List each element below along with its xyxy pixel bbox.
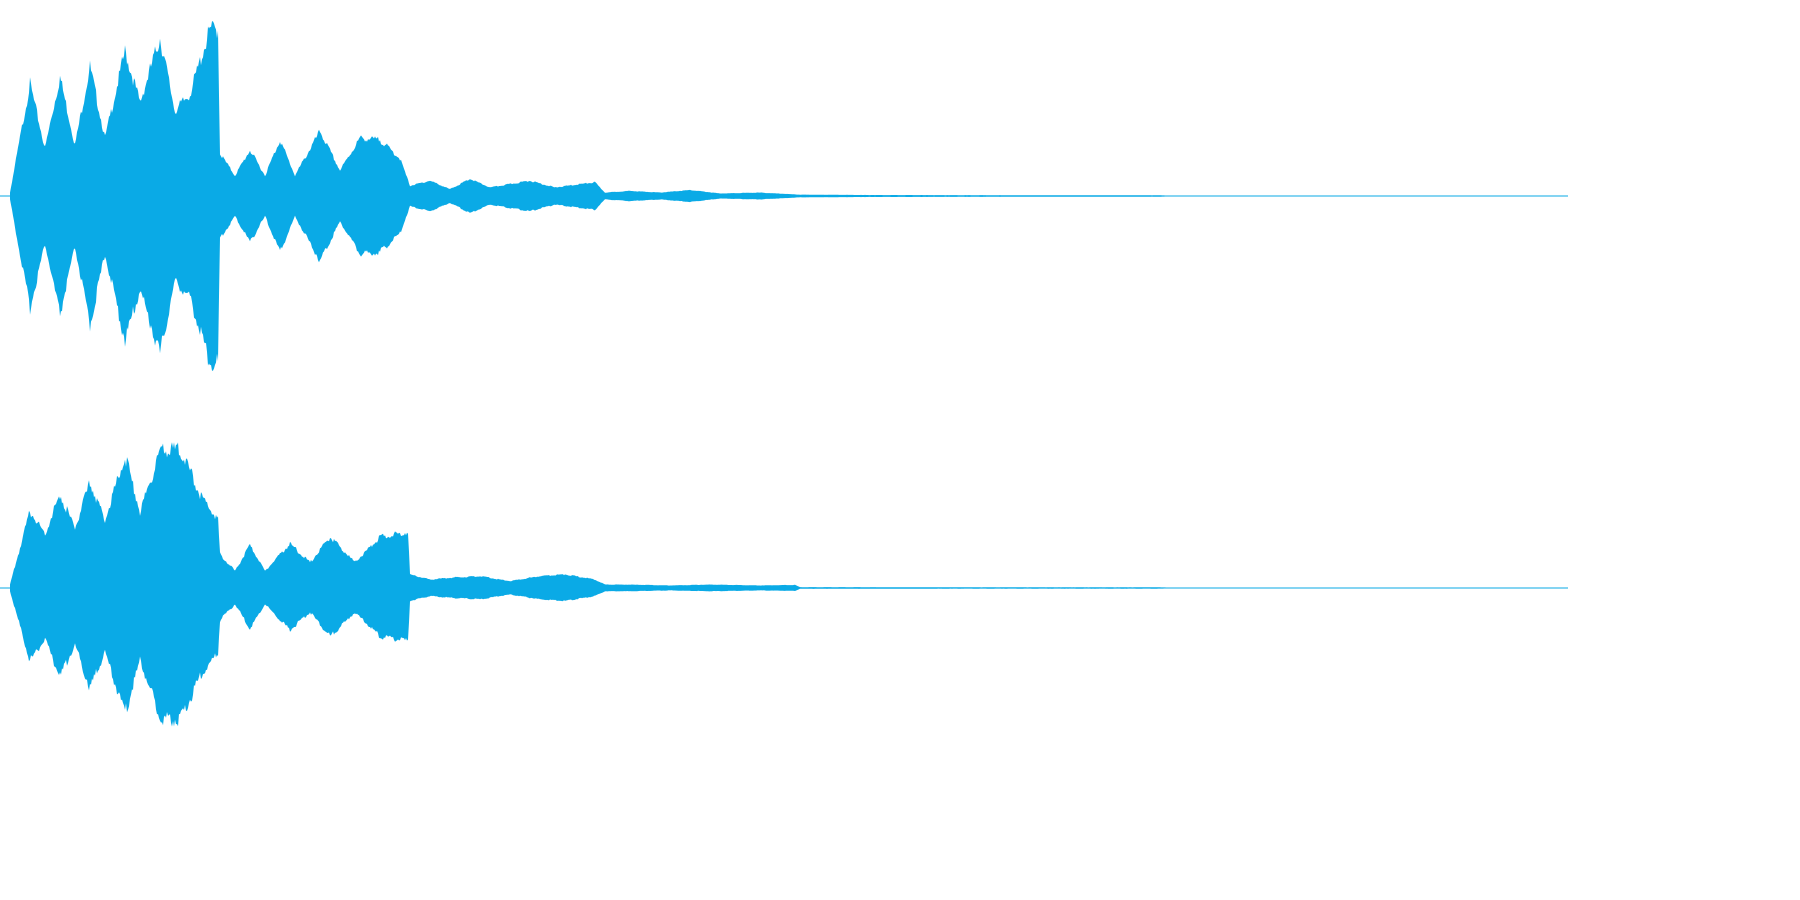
- channel-waveform-shape: [10, 21, 1568, 371]
- waveform-canvas: [0, 21, 1568, 727]
- channel-top-waveform: [0, 21, 1568, 371]
- waveform-view: [0, 21, 1568, 727]
- channel-bottom-waveform: [0, 442, 1568, 727]
- channel-waveform-shape: [10, 442, 1568, 727]
